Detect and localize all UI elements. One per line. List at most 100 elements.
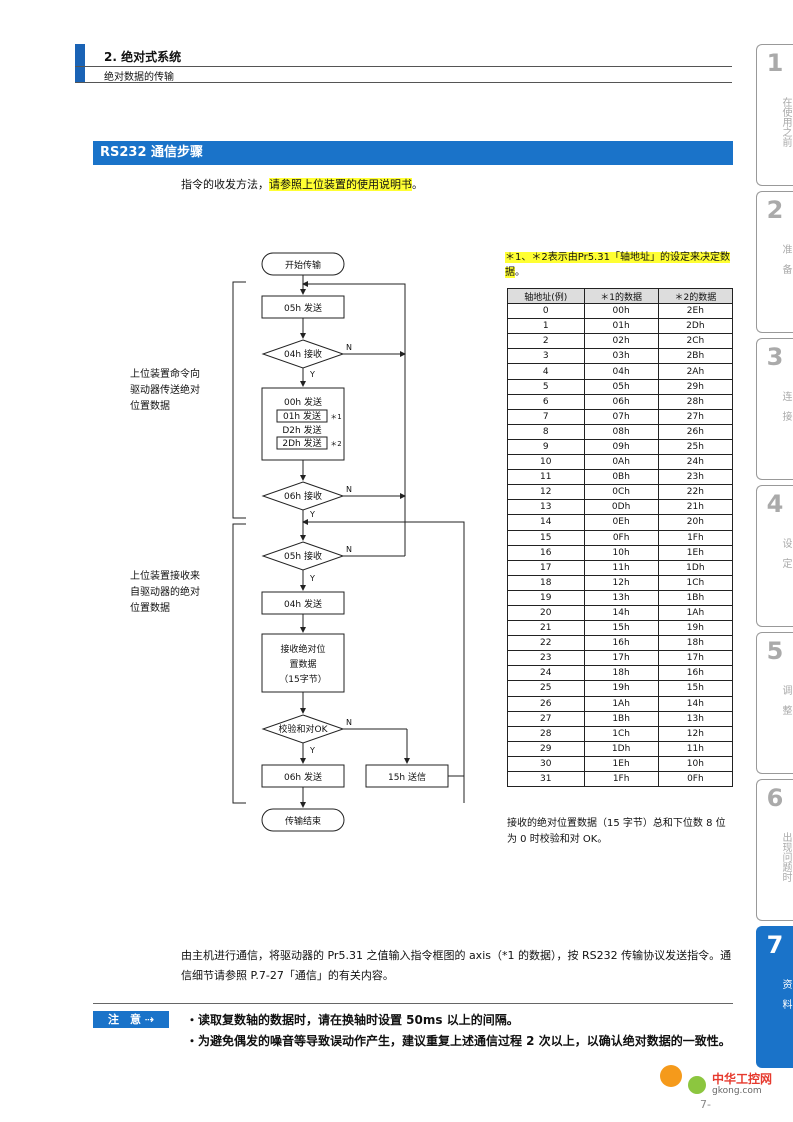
table-cell: 2Ch [657, 333, 734, 350]
chapter-tab-label: 资 料 [780, 979, 791, 1009]
flow-recv-abs-2: 置数据 [289, 658, 316, 670]
flow-send06: 06h 发送 [284, 771, 322, 783]
table-cell: 7 [507, 408, 585, 425]
chapter-tab-label: 准 备 [780, 244, 791, 274]
lower-bracket [232, 523, 246, 804]
table-cell: 26h [657, 423, 734, 440]
table-cell: 17h [583, 650, 659, 667]
chapter-tab-4[interactable]: 4 设 定 [756, 485, 793, 627]
table-cell: 24 [507, 665, 585, 682]
table-header: ＊2的数据 [657, 287, 734, 305]
caution-badge: 注 意 ⇢ [93, 1011, 169, 1028]
flow-star1: ＊1 [330, 413, 341, 421]
table-cell: 01h [583, 318, 659, 335]
table-cell: 14h [657, 695, 734, 712]
flow-start: 开始传输 [285, 259, 321, 271]
yes-label-2: Y [309, 510, 315, 519]
table-cell: 1Bh [657, 589, 734, 606]
no-label-1: N [346, 343, 352, 352]
body-text: 由主机进行通信，将驱动器的 Pr5.31 之值输入指令框图的 axis（*1 的… [181, 949, 732, 982]
table-cell: 07h [583, 408, 659, 425]
table-cell: 26 [507, 695, 585, 712]
table-cell: 15h [583, 620, 659, 637]
table-cell: 23 [507, 650, 585, 667]
no-label-2: N [346, 485, 352, 494]
table-cell: 1Bh [583, 710, 659, 727]
flow-send05: 05h 发送 [284, 302, 322, 314]
table-cell: 04h [583, 363, 659, 380]
chapter-tab-label: 设 定 [780, 538, 791, 568]
retry-loop-2 [302, 519, 465, 803]
table-cell: 19h [583, 680, 659, 697]
table-cell: 4 [507, 363, 585, 380]
page-number: 7- [700, 1098, 711, 1111]
chapter-title: 2. 绝对式系统 [104, 50, 182, 64]
send01-box [276, 409, 328, 423]
table-footer-note: 接收的绝对位置数据（15 字节）总和下位数 8 位为 0 时校验和对 OK。 [507, 818, 726, 845]
table-cell: 1Fh [583, 770, 659, 788]
table-cell: 13h [583, 589, 659, 606]
flow-send00: 00h 发送 [284, 396, 322, 408]
table-cell: 21 [507, 620, 585, 637]
table-cell: 0Fh [657, 770, 734, 788]
flow-recv05: 05h 接收 [284, 550, 322, 562]
table-cell: 25 [507, 680, 585, 697]
flow-send15: 15h 送信 [388, 771, 426, 783]
table-cell: 23h [657, 469, 734, 486]
lower-label-line: 上位装置接收来 [130, 571, 200, 582]
send2D-box [276, 436, 328, 450]
table-cell: 2 [507, 333, 585, 350]
table-cell: 10 [507, 454, 585, 471]
table-cell: 15h [657, 680, 734, 697]
end-node [261, 808, 345, 832]
upper-label-line: 位置数据 [130, 401, 170, 412]
table-cell: 31 [507, 770, 585, 788]
flow-send01: 01h 发送 [283, 410, 321, 422]
table-cell: 25h [657, 438, 734, 456]
table-cell: 12h [657, 725, 734, 742]
chapter-tab-label: 连 接 [780, 391, 791, 421]
table-cell: 2Dh [657, 318, 734, 335]
table-cell: 10h [583, 544, 659, 561]
table-cell: 3 [507, 348, 585, 365]
table-cell: 19 [507, 589, 585, 606]
table-note-suffix: 。 [515, 267, 525, 278]
chapter-tab-number: 4 [766, 490, 784, 518]
caution-text: ・读取复数轴的数据时，请在换轴时设置 50ms 以上的间隔。 ・为避免偶发的噪音… [186, 1010, 736, 1052]
table-cell: 17 [507, 559, 585, 576]
flow-star2: ＊2 [330, 440, 341, 448]
table-cell: 1Fh [657, 529, 734, 546]
chapter-tab-label: 出现问题时 [780, 832, 791, 882]
yes-label-4: Y [309, 746, 315, 755]
table-cell: 08h [583, 423, 659, 440]
flow-recv04: 04h 接收 [284, 348, 322, 360]
chapter-tab-number: 2 [766, 196, 784, 224]
flow-send2D: 2Dh 发送 [282, 437, 321, 449]
table-header: 轴地址(例) [507, 287, 585, 305]
chapter-tab-2[interactable]: 2 准 备 [756, 191, 793, 333]
table-cell: 30 [507, 755, 585, 773]
retry-loop-1 [302, 281, 406, 556]
table-note-highlight: ＊1、＊2表示由Pr5.31「轴地址」的设定来决定数据 [505, 252, 730, 278]
table-cell: 16h [583, 635, 659, 652]
table-cell: 12 [507, 484, 585, 501]
intro-prefix: 指令的收发方法， [181, 178, 269, 191]
